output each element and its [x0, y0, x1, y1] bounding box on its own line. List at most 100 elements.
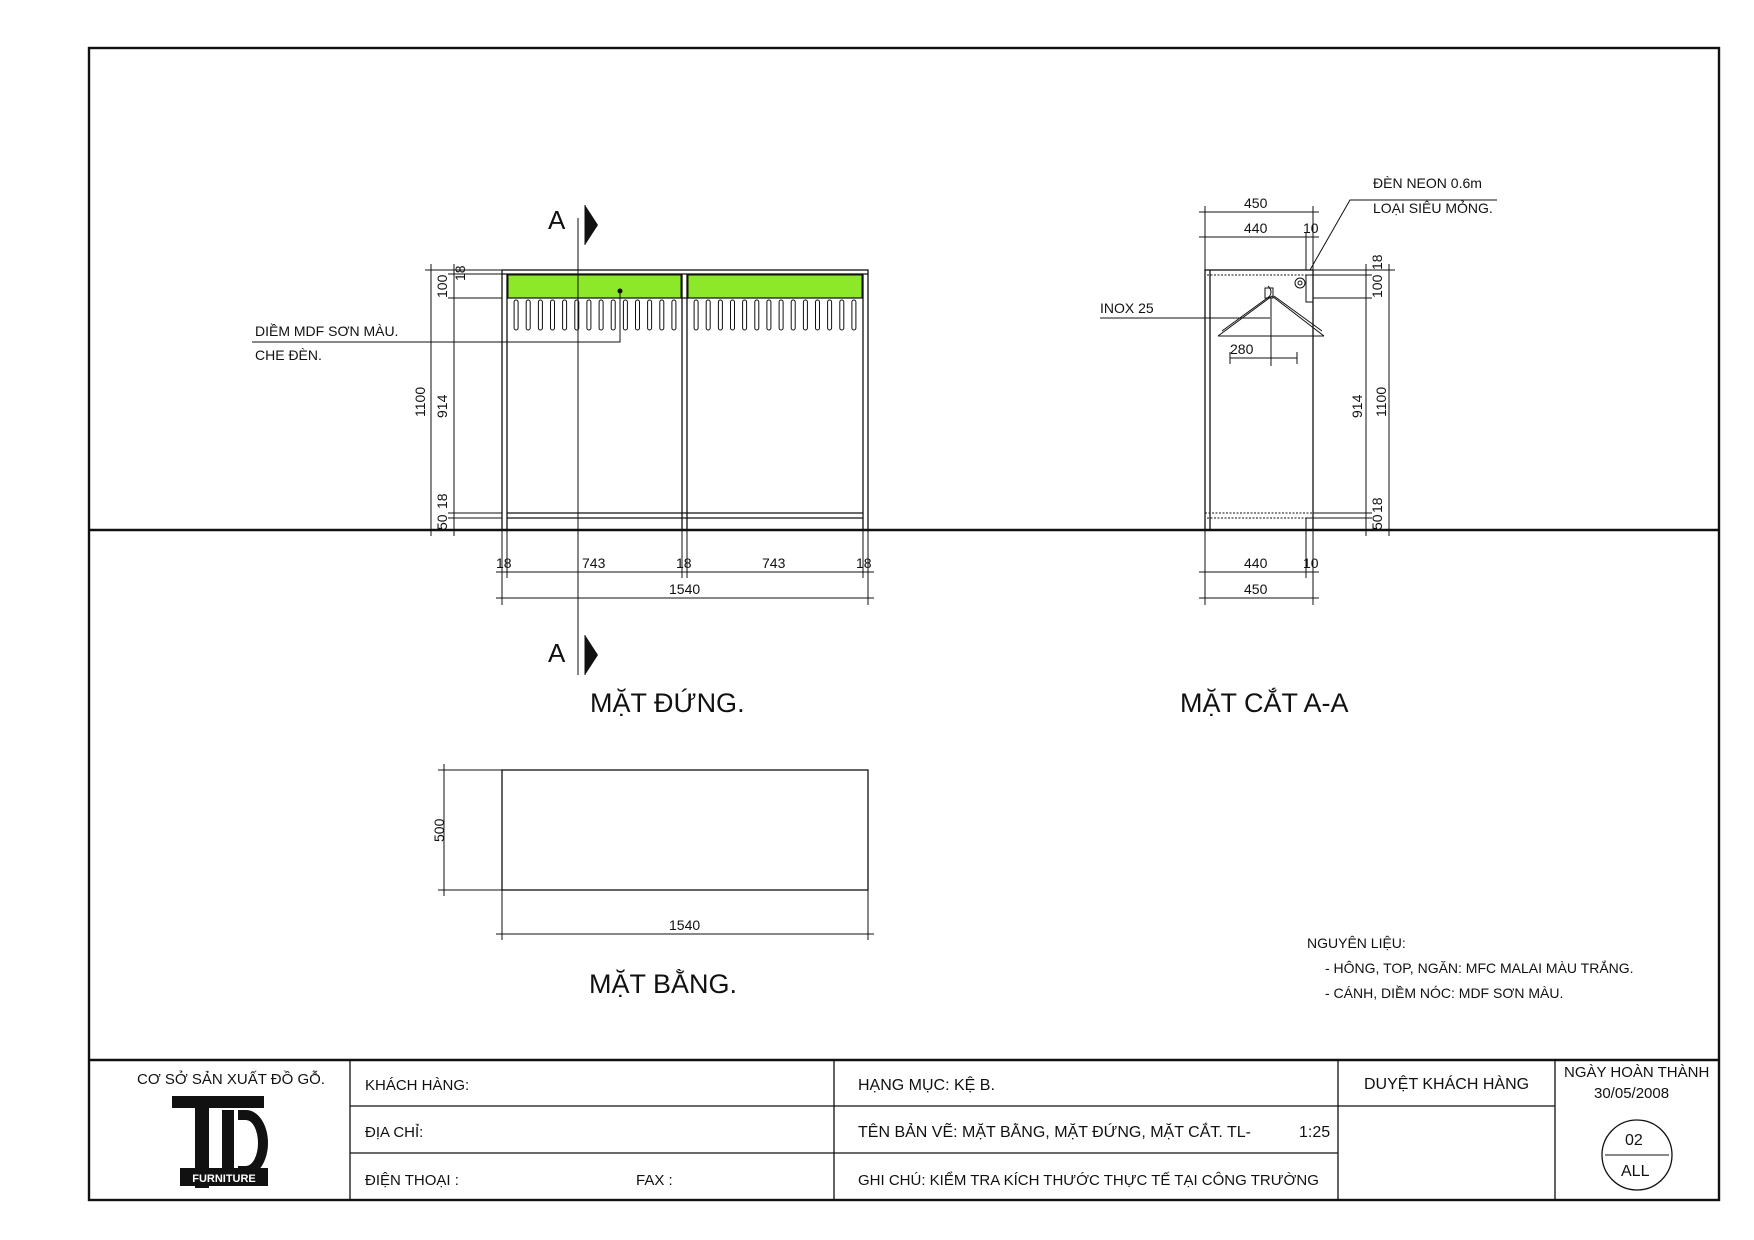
drawing-note: GHI CHÚ: KIỂM TRA KÍCH THƯỚC THỰC TẾ TẠI… — [858, 1171, 1319, 1189]
light-tube — [778, 299, 784, 331]
sheet-set: ALL — [1621, 1163, 1650, 1180]
section-dim-bottom-door: 10 — [1303, 555, 1319, 571]
light-tube — [766, 299, 772, 331]
green-fascia-left — [507, 274, 682, 299]
company-name: CƠ SỞ SẢN XUẤT ĐỒ GỖ. — [137, 1070, 325, 1088]
elev-dim-side-left: 18 — [496, 555, 512, 571]
completion-label: NGÀY HOÀN THÀNH — [1564, 1064, 1709, 1081]
light-tube — [550, 299, 555, 331]
sheet-number: 02 — [1625, 1132, 1643, 1149]
light-tube — [671, 299, 677, 331]
light-tube — [705, 299, 711, 331]
elev-dim-top-band: 100 — [434, 274, 450, 298]
tld-logo: FURNITURE — [172, 1096, 268, 1188]
plan-outline — [501, 769, 869, 891]
section-arrow-bottom — [585, 635, 598, 675]
materials-line1: - HÔNG, TOP, NGĂN: MFC MALAI MÀU TRẮNG. — [1325, 959, 1634, 976]
light-tube — [730, 299, 735, 331]
fax-label: FAX : — [636, 1172, 673, 1189]
elev-dim-middle-height: 914 — [434, 394, 450, 418]
light-tube — [851, 299, 857, 331]
light-tube — [802, 299, 808, 331]
title-block: CƠ SỞ SẢN XUẤT ĐỒ GỖ. FURNITURE KHÁCH HÀ… — [89, 1058, 1719, 1200]
light-tube — [659, 299, 665, 331]
phone-label: ĐIỆN THOẠI : — [365, 1172, 459, 1189]
address-label: ĐỊA CHỈ: — [365, 1124, 423, 1141]
elevation-cabinet-outline — [501, 269, 869, 531]
plan-dim-width: 1540 — [669, 917, 700, 933]
elev-dim-bottom-board: 18 — [434, 493, 450, 509]
section-dim-middle: 914 — [1349, 394, 1365, 418]
light-tube — [622, 299, 628, 331]
section-dim-bottom-total: 450 — [1244, 581, 1268, 597]
light-tube — [525, 299, 531, 331]
light-tube — [598, 299, 604, 331]
section-dim-bottom-board: 18 — [1369, 497, 1385, 513]
sheet-number-circle — [1601, 1119, 1673, 1191]
materials-line2: - CÁNH, DIỀM NÓC: MDF SƠN MÀU. — [1325, 985, 1563, 1001]
elev-dim-plinth: 50 — [434, 514, 450, 530]
fascia-note-line2: CHE ĐÈN. — [255, 347, 322, 363]
item-label: HẠNG MỤC: KỆ B. — [858, 1075, 995, 1094]
section-cabinet-outline — [1204, 269, 1314, 531]
section-dim-plinth: 50 — [1369, 514, 1385, 530]
elev-dim-bay-left: 743 — [582, 555, 606, 571]
section-arrow-top — [585, 205, 598, 245]
plan-dim-depth: 500 — [431, 818, 447, 842]
light-tube — [537, 299, 543, 331]
neon-label-line2: LOẠI SIÊU MỎNG. — [1373, 199, 1493, 216]
light-tube — [839, 299, 845, 331]
elev-dim-height-total: 1100 — [412, 387, 428, 417]
green-fascia-right — [687, 274, 863, 299]
hanger-dim: 280 — [1230, 341, 1254, 357]
drawing-scale: 1:25 — [1299, 1124, 1330, 1141]
materials-note: NGUYÊN LIỆU: - HÔNG, TOP, NGĂN: MFC MALA… — [1307, 935, 1634, 1001]
completion-date: 30/05/2008 — [1594, 1085, 1669, 1102]
light-tube — [513, 299, 519, 331]
materials-heading: NGUYÊN LIỆU: — [1307, 935, 1406, 951]
plan-title: MẶT BẰNG. — [589, 968, 737, 999]
light-tube — [827, 299, 833, 331]
section-mark-bottom: A — [548, 638, 566, 668]
light-tube — [610, 299, 616, 331]
section-dim-total: 1100 — [1373, 387, 1389, 417]
plan-view: 500 1540 MẶT BẰNG. — [431, 764, 874, 999]
light-tube — [815, 299, 820, 331]
elevation-view: A A DIỀM MDF SƠN MÀU. CHE ĐÈN. 18 743 18… — [252, 205, 874, 718]
light-tube — [635, 299, 640, 331]
section-dim-top-board: 18 — [1369, 254, 1385, 270]
elev-dim-top-board: 18 — [452, 265, 468, 281]
light-tube — [790, 299, 796, 331]
section-dim-top-inner: 440 — [1244, 220, 1268, 236]
sheet-border — [87, 46, 1721, 1202]
fascia-note-line1: DIỀM MDF SƠN MÀU. — [255, 323, 398, 339]
light-tube — [717, 299, 723, 331]
light-tubes — [513, 299, 857, 331]
logo-text: FURNITURE — [192, 1173, 256, 1185]
section-view: 280 INOX 25 ĐÈN NEON 0.6m LOẠI SIÊU MỎNG… — [1100, 175, 1497, 718]
elev-dim-bay-right: 743 — [762, 555, 786, 571]
section-title: MẶT CẮT A-A — [1180, 687, 1349, 718]
light-tube — [574, 299, 580, 331]
neon-label-line1: ĐÈN NEON 0.6m — [1373, 175, 1482, 191]
elev-dim-side-right: 18 — [856, 555, 872, 571]
light-tube — [754, 299, 760, 331]
light-tube — [742, 299, 748, 331]
light-tube — [562, 299, 568, 331]
section-dim-bottom-inner: 440 — [1244, 555, 1268, 571]
elev-dim-middle: 18 — [676, 555, 692, 571]
section-mark-top: A — [548, 205, 566, 235]
section-dim-top-total: 450 — [1244, 195, 1268, 211]
drawing-name: TÊN BẢN VẼ: MẶT BẰNG, MẶT ĐỨNG, MẶT CẮT.… — [858, 1121, 1251, 1141]
elev-dim-total: 1540 — [669, 581, 700, 597]
customer-label: KHÁCH HÀNG: — [365, 1077, 469, 1094]
approval-label: DUYỆT KHÁCH HÀNG — [1364, 1074, 1529, 1093]
light-tube — [693, 299, 699, 331]
light-tube — [647, 299, 653, 331]
inox-label: INOX 25 — [1100, 300, 1154, 316]
elevation-title: MẶT ĐỨNG. — [590, 687, 745, 718]
light-tube — [586, 299, 592, 331]
section-dim-top-door: 10 — [1303, 220, 1319, 236]
section-dim-top-band: 100 — [1369, 274, 1385, 298]
